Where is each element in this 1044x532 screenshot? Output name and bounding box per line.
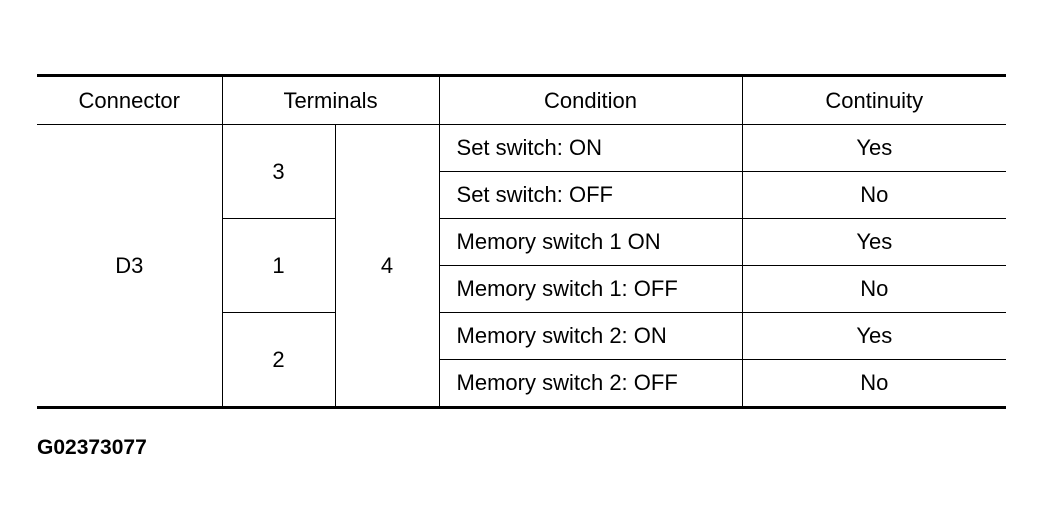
continuity-cell: No (741, 265, 1007, 313)
terminal-cell: 2 (221, 312, 336, 408)
condition-cell: Set switch: OFF (438, 171, 743, 219)
condition-cell: Memory switch 1 ON (438, 218, 743, 266)
table-row: Memory switch 2: OFF No (37, 359, 1007, 408)
terminal-cell: 1 (221, 218, 336, 313)
table-row: 2 Memory switch 2: ON Yes (37, 312, 1007, 408)
header-terminals: Terminals (221, 75, 440, 125)
terminal-cell: 3 (221, 124, 336, 219)
condition-cell: Set switch: ON (438, 124, 743, 172)
continuity-cell: Yes (741, 218, 1007, 266)
header-connector: Connector (37, 75, 223, 125)
condition-cell: Memory switch 1: OFF (438, 265, 743, 313)
condition-cell: Memory switch 2: ON (438, 312, 743, 360)
connector-cell: D3 (37, 124, 223, 408)
header-condition: Condition (438, 75, 743, 125)
continuity-cell: No (741, 359, 1007, 408)
continuity-cell: Yes (741, 312, 1007, 360)
common-terminal-cell: 4 (334, 124, 440, 408)
continuity-cell: Yes (741, 124, 1007, 172)
continuity-spec-table: Connector Terminals Condition Continuity… (37, 74, 1007, 409)
condition-cell: Memory switch 2: OFF (438, 359, 743, 408)
header-row: Connector Terminals Condition Continuity (37, 75, 1007, 125)
figure-id: G02373077 (37, 436, 147, 459)
table-row: D3 3 4 Set switch: ON Yes (37, 124, 1007, 408)
header-continuity: Continuity (741, 75, 1007, 125)
table-row: Set switch: OFF No (37, 171, 1007, 219)
continuity-cell: No (741, 171, 1007, 219)
